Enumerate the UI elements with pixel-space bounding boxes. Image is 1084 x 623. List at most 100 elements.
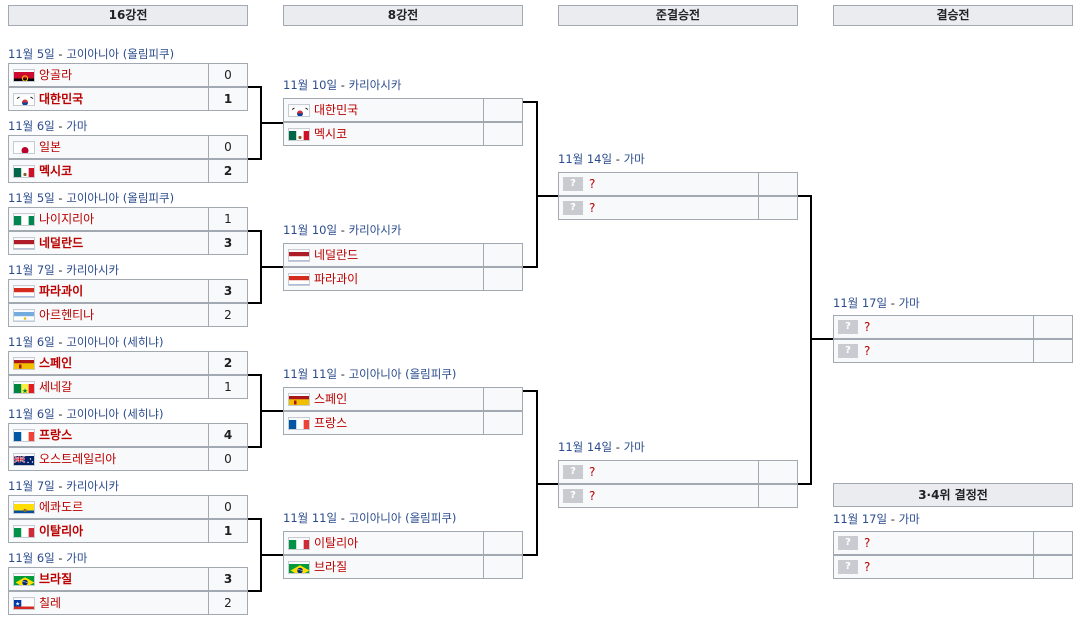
match-venue-link[interactable]: 가마 (623, 440, 645, 454)
team-name[interactable]: 이탈리아 (39, 524, 84, 538)
team-name[interactable]: 스페인 (314, 392, 348, 406)
match-date-link[interactable]: 11월 10일 (283, 223, 338, 237)
match-venue-link[interactable]: 고이아니아 (올림피쿠) (66, 191, 175, 205)
team-name[interactable]: 네덜란드 (39, 236, 84, 250)
team-name-cell[interactable]: 파라과이 (9, 280, 209, 302)
team-name-cell[interactable]: 멕시코 (9, 160, 209, 182)
match-venue-link[interactable]: 카리아시카 (66, 263, 120, 277)
team-name-cell[interactable]: 파라과이 (284, 268, 484, 290)
team-name[interactable]: 앙골라 (39, 68, 73, 82)
team-name-cell[interactable]: 프랑스 (284, 412, 484, 434)
match-venue-link[interactable]: 카리아시카 (348, 223, 402, 237)
team-name-cell[interactable]: 나이지리아 (9, 208, 209, 230)
match-venue-link[interactable]: 가마 (898, 296, 920, 310)
match-venue-link[interactable]: 카리아시카 (66, 479, 120, 493)
team-name[interactable]: 세네갈 (39, 380, 73, 394)
team-name[interactable]: ? (589, 489, 596, 503)
match-venue-link[interactable]: 고이아니아 (올림피쿠) (348, 367, 457, 381)
team-name[interactable]: 나이지리아 (39, 212, 95, 226)
team-name-cell[interactable]: 이탈리아 (9, 520, 209, 542)
team-name[interactable]: 이탈리아 (314, 536, 359, 550)
match-date-link[interactable]: 11월 7일 (8, 479, 55, 493)
match-date-link[interactable]: 11월 11일 (283, 367, 338, 381)
match-date-link[interactable]: 11월 6일 (8, 407, 55, 421)
team-name-cell[interactable]: 스페인 (284, 388, 484, 410)
team-name[interactable]: ? (864, 560, 871, 574)
team-name-cell[interactable]: 네덜란드 (9, 232, 209, 254)
team-name-cell[interactable]: ?? (834, 556, 1034, 578)
team-name[interactable]: ? (589, 201, 596, 215)
team-name-cell[interactable]: 브라질 (284, 556, 484, 578)
match-date-link[interactable]: 11월 6일 (8, 551, 55, 565)
team-name[interactable]: 오스트레일리아 (39, 452, 117, 466)
team-name[interactable]: ? (864, 320, 871, 334)
team-name[interactable]: 멕시코 (39, 164, 73, 178)
match-date-link[interactable]: 11월 6일 (8, 119, 55, 133)
match-date-link[interactable]: 11월 7일 (8, 263, 55, 277)
bracket-connector-line (248, 446, 262, 448)
match-date-link[interactable]: 11월 5일 (8, 47, 55, 61)
match-date-link[interactable]: 11월 11일 (283, 511, 338, 525)
team-name[interactable]: 스페인 (39, 356, 73, 370)
team-name[interactable]: 일본 (39, 140, 62, 154)
team-name[interactable]: ? (589, 177, 596, 191)
team-name[interactable]: 파라과이 (314, 272, 359, 286)
team-name-cell[interactable]: 세네갈 (9, 376, 209, 398)
team-name-cell[interactable]: 이탈리아 (284, 532, 484, 554)
team-name[interactable]: ? (864, 344, 871, 358)
team-name[interactable]: 파라과이 (39, 284, 84, 298)
team-name[interactable]: 대한민국 (39, 92, 84, 106)
team-name-cell[interactable]: 스페인 (9, 352, 209, 374)
team-name-cell[interactable]: ?? (834, 316, 1034, 338)
team-name[interactable]: 에콰도르 (39, 500, 84, 514)
team-name-cell[interactable]: ?? (559, 461, 759, 483)
match-venue-link[interactable]: 고이아니아 (세히냐) (66, 407, 164, 421)
team-name-cell[interactable]: 네덜란드 (284, 244, 484, 266)
match-venue-link[interactable]: 가마 (66, 119, 88, 133)
team-name[interactable]: ? (864, 536, 871, 550)
team-name[interactable]: 칠레 (39, 596, 62, 610)
match-venue-link[interactable]: 고이아니아 (세히냐) (66, 335, 164, 349)
team-name-cell[interactable]: 대한민국 (9, 88, 209, 110)
team-name[interactable]: 네덜란드 (314, 248, 359, 262)
team-name[interactable]: 프랑스 (39, 428, 73, 442)
match-venue-link[interactable]: 가마 (623, 152, 645, 166)
team-name-cell[interactable]: 에콰도르 (9, 496, 209, 518)
match-venue-link[interactable]: 가마 (898, 512, 920, 526)
team-name[interactable]: 대한민국 (314, 103, 359, 117)
match-venue-link[interactable]: 가마 (66, 551, 88, 565)
team-row: 파라과이 (283, 267, 523, 291)
match-date-link[interactable]: 11월 10일 (283, 78, 338, 92)
match-date-link[interactable]: 11월 6일 (8, 335, 55, 349)
team-name-cell[interactable]: 브라질 (9, 568, 209, 590)
team-name-cell[interactable]: ?? (834, 340, 1034, 362)
team-name-cell[interactable]: 일본 (9, 136, 209, 158)
team-name-cell[interactable]: 아르헨티나 (9, 304, 209, 326)
team-score: 2 (224, 308, 232, 322)
team-name-cell[interactable]: 대한민국 (284, 99, 484, 121)
team-name-cell[interactable]: 앙골라 (9, 64, 209, 86)
team-name[interactable]: 프랑스 (314, 416, 348, 430)
team-name[interactable]: 멕시코 (314, 127, 348, 141)
team-name-cell[interactable]: 멕시코 (284, 123, 484, 145)
match-date-link[interactable]: 11월 5일 (8, 191, 55, 205)
match-venue-link[interactable]: 카리아시카 (348, 78, 402, 92)
team-name[interactable]: 아르헨티나 (39, 308, 95, 322)
team-name-cell[interactable]: 오스트레일리아 (9, 448, 209, 470)
team-name-cell[interactable]: ?? (834, 532, 1034, 554)
match-venue-link[interactable]: 고이아니아 (올림피쿠) (348, 511, 457, 525)
team-name[interactable]: 브라질 (39, 572, 73, 586)
team-name-cell[interactable]: ?? (559, 173, 759, 195)
match-date-link[interactable]: 11월 17일 (833, 512, 888, 526)
team-name-cell[interactable]: 프랑스 (9, 424, 209, 446)
team-name[interactable]: ? (589, 465, 596, 479)
match-venue-link[interactable]: 고이아니아 (올림피쿠) (66, 47, 175, 61)
team-name[interactable]: 브라질 (314, 560, 348, 574)
team-name-cell[interactable]: ?? (559, 485, 759, 507)
match-date-link[interactable]: 11월 14일 (558, 152, 613, 166)
team-name-cell[interactable]: 칠레 (9, 592, 209, 614)
match-date-link[interactable]: 11월 17일 (833, 296, 888, 310)
team-name-cell[interactable]: ?? (559, 197, 759, 219)
match-date-link[interactable]: 11월 14일 (558, 440, 613, 454)
